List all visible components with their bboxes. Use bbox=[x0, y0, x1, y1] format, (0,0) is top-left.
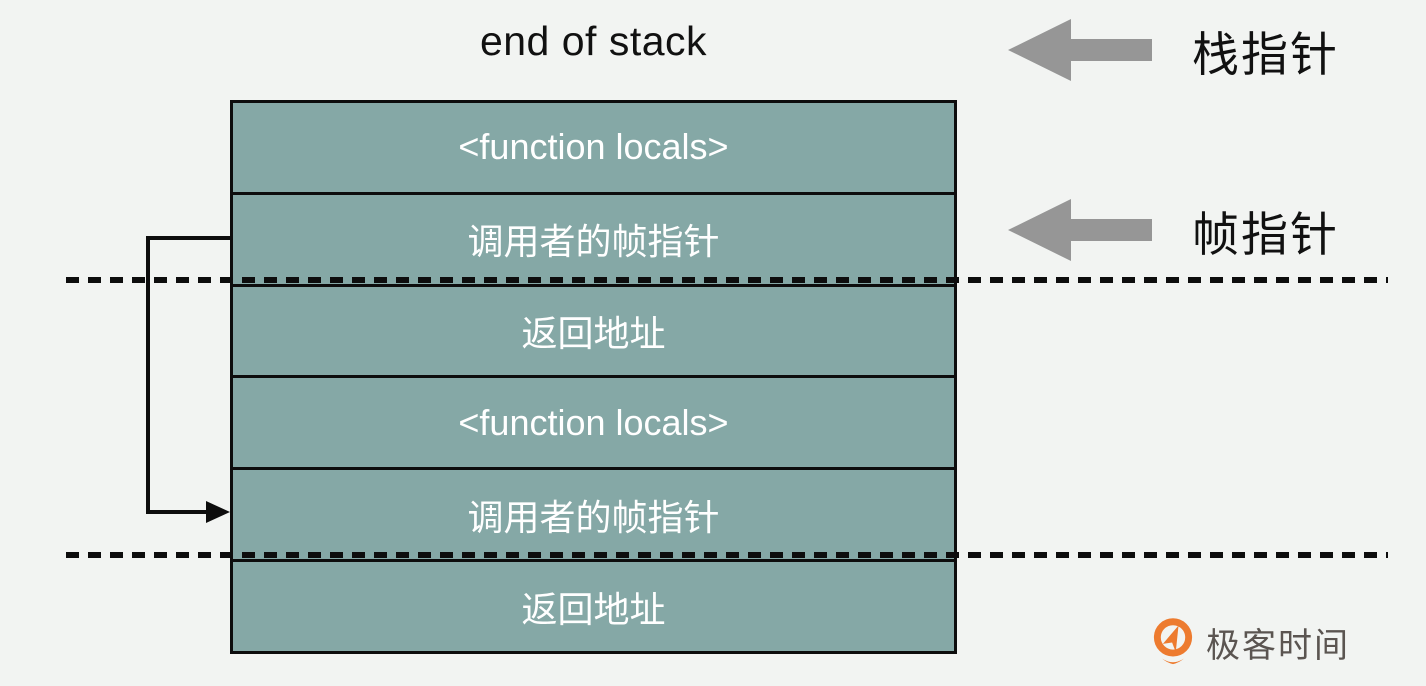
frame-pointer-arrow-icon bbox=[1008, 199, 1152, 261]
page-title: end of stack bbox=[479, 18, 708, 64]
geektime-logo-icon bbox=[1153, 618, 1193, 665]
stack-pointer-label: 栈指针 bbox=[1192, 27, 1339, 81]
stack-row-function-locals-2: <function locals> bbox=[233, 378, 954, 471]
frame-boundary-dashed-line-upper bbox=[66, 277, 1388, 283]
stack-row-function-locals-1: <function locals> bbox=[233, 103, 954, 195]
stack-row-caller-frame-pointer-2: 调用者的帧指针 bbox=[233, 470, 954, 563]
stack-pointer-arrow-icon bbox=[1008, 19, 1152, 81]
stack-row-return-address-2: 返回地址 bbox=[521, 588, 666, 630]
caller-frame-pointer-link-arrow-icon bbox=[146, 236, 230, 523]
stack-row-return-address-1: 返回地址 bbox=[233, 287, 954, 379]
geektime-logo: 极客时间 bbox=[1150, 614, 1350, 670]
geektime-logo-text: 极客时间 bbox=[1206, 626, 1350, 665]
frame-pointer-label: 帧指针 bbox=[1192, 207, 1339, 261]
stack-box: <function locals> 调用者的帧指针 返回地址 <function… bbox=[230, 100, 957, 654]
stack-row-caller-frame-pointer-1: 调用者的帧指针 bbox=[233, 195, 954, 287]
frame-boundary-dashed-line-lower bbox=[66, 552, 1388, 558]
